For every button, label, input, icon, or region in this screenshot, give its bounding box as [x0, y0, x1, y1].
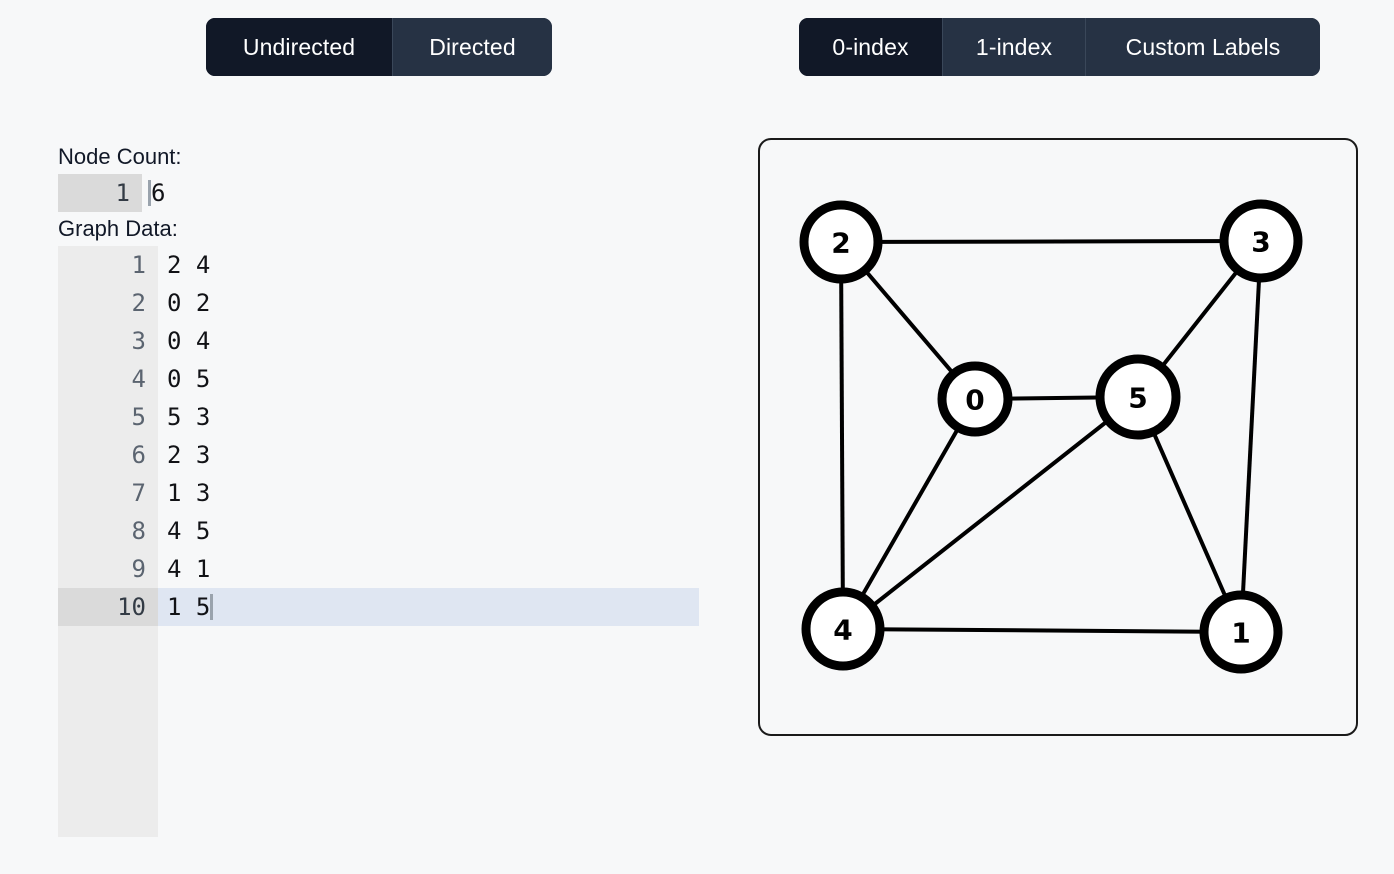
- node-label: 4: [833, 614, 852, 647]
- line-text[interactable]: 6: [142, 174, 699, 212]
- editor-line[interactable]: 5 5 3: [58, 398, 699, 436]
- graph-data-label: Graph Data:: [58, 216, 178, 241]
- node-circle[interactable]: [1095, 354, 1181, 440]
- line-number: 9: [58, 550, 158, 588]
- line-text[interactable]: 0 5: [158, 360, 699, 398]
- editor-line[interactable]: 2 0 2: [58, 284, 699, 322]
- line-text-value: 0 2: [167, 289, 211, 317]
- toggle-1-index[interactable]: 1-index: [943, 18, 1086, 76]
- editor-line[interactable]: 8 4 5: [58, 512, 699, 550]
- line-text[interactable]: 2 3: [158, 436, 699, 474]
- graph-node[interactable]: 1: [1199, 590, 1283, 674]
- node-label: 1: [1231, 617, 1250, 650]
- line-text-value: 1 3: [167, 479, 211, 507]
- edges-layer: [839, 239, 1263, 634]
- nodes-layer: 0 1 2 3 4 5: [799, 199, 1303, 674]
- node-label: 2: [831, 227, 850, 260]
- line-text-value: 5 3: [167, 403, 211, 431]
- editor-line[interactable]: 3 0 4: [58, 322, 699, 360]
- editor-line[interactable]: 7 1 3: [58, 474, 699, 512]
- line-text-value: 4 5: [167, 517, 211, 545]
- node-label: 0: [965, 384, 984, 417]
- line-text[interactable]: 2 4: [158, 246, 699, 284]
- graph-edge: [842, 627, 1242, 634]
- line-number: 6: [58, 436, 158, 474]
- node-circle[interactable]: [799, 200, 883, 284]
- editor-line[interactable]: 10 1 5: [58, 588, 699, 626]
- editor-line[interactable]: 4 0 5: [58, 360, 699, 398]
- graph-edge: [1239, 240, 1263, 633]
- toggle-undirected[interactable]: Undirected: [206, 18, 393, 76]
- line-text[interactable]: 0 4: [158, 322, 699, 360]
- line-text-value: 0 4: [167, 327, 211, 355]
- line-number: 3: [58, 322, 158, 360]
- node-count-label: Node Count:: [58, 144, 182, 169]
- graph-visualization-panel[interactable]: 0 1 2 3 4 5: [758, 138, 1358, 736]
- line-text-value: 4 1: [167, 555, 211, 583]
- toggle-custom-labels[interactable]: Custom Labels: [1086, 18, 1320, 76]
- line-text-value: 0 5: [167, 365, 211, 393]
- line-number: 4: [58, 360, 158, 398]
- line-text-value: 2 4: [167, 251, 211, 279]
- graph-edge: [840, 239, 1262, 244]
- line-text[interactable]: 4 5: [158, 512, 699, 550]
- node-circle[interactable]: [1199, 590, 1283, 674]
- line-text[interactable]: 1 3: [158, 474, 699, 512]
- graph-data-editor[interactable]: 1 2 4 2 0 2 3 0 4 4 0 5 5 5 3 6 2 3 7 1 3 8 4 5 9 4 1 10 1 …: [58, 246, 699, 837]
- graph-edge: [841, 395, 1140, 631]
- gutter-filler: [58, 626, 158, 837]
- node-circle[interactable]: [1219, 199, 1303, 283]
- line-text[interactable]: 5 3: [158, 398, 699, 436]
- line-number: 5: [58, 398, 158, 436]
- graph-edge: [1136, 396, 1243, 633]
- node-circle[interactable]: [801, 587, 885, 671]
- editor-line[interactable]: 1 2 4: [58, 246, 699, 284]
- graph-node[interactable]: 2: [799, 200, 883, 284]
- graph-edge: [839, 241, 845, 630]
- line-text[interactable]: 4 1: [158, 550, 699, 588]
- editor-line[interactable]: 6 2 3: [58, 436, 699, 474]
- graph-canvas[interactable]: 0 1 2 3 4 5: [760, 140, 1356, 734]
- node-label: 3: [1251, 226, 1270, 259]
- line-text-value: 6: [151, 179, 166, 207]
- editor-line[interactable]: 9 4 1: [58, 550, 699, 588]
- line-text-value: 2 3: [167, 441, 211, 469]
- toggle-directed[interactable]: Directed: [393, 18, 552, 76]
- labeling-toggle-group: 0-index 1-index Custom Labels: [799, 18, 1320, 76]
- node-circle[interactable]: [937, 361, 1013, 437]
- text-caret: [148, 180, 151, 206]
- line-text[interactable]: 1 5: [158, 588, 699, 626]
- line-number: 7: [58, 474, 158, 512]
- graph-node[interactable]: 0: [937, 361, 1013, 437]
- graph-node[interactable]: 5: [1095, 354, 1181, 440]
- graph-node[interactable]: 3: [1219, 199, 1303, 283]
- line-number: 1: [58, 246, 158, 284]
- graph-edge: [841, 398, 977, 630]
- graph-node[interactable]: 4: [801, 587, 885, 671]
- direction-toggle-group: Undirected Directed: [206, 18, 552, 76]
- line-text[interactable]: 0 2: [158, 284, 699, 322]
- line-number: 1: [58, 174, 142, 212]
- line-number: 2: [58, 284, 158, 322]
- line-text-value: 1 5: [167, 593, 211, 621]
- text-caret: [210, 594, 214, 620]
- line-number: 10: [58, 588, 158, 626]
- node-label: 5: [1128, 382, 1147, 415]
- toggle-0-index[interactable]: 0-index: [799, 18, 943, 76]
- line-number: 8: [58, 512, 158, 550]
